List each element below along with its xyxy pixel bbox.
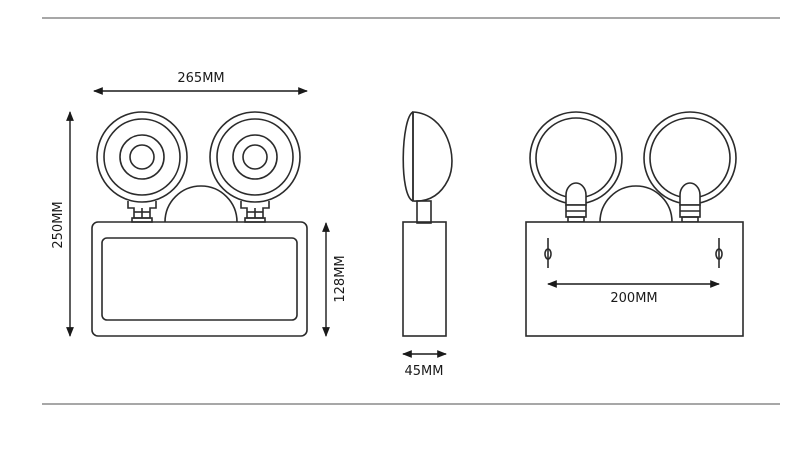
label-front-height: 250MM [51,201,66,248]
label-box-height: 128MM [333,255,348,302]
label-side-depth: 45MM [405,364,444,379]
mount-keyhole-left [544,238,552,268]
back-center-arc [599,185,673,223]
side-lamp-dome [412,111,453,202]
back-view [525,111,744,337]
side-lamp-back [402,111,414,202]
back-right-lamp [643,111,737,223]
side-box [402,221,447,337]
front-box-inner [101,237,298,321]
back-left-lamp [529,111,623,223]
front-right-lamp [209,111,301,223]
label-mount-spacing: 200MM [610,291,657,306]
label-front-width: 265MM [177,71,224,86]
front-view [91,111,308,337]
front-left-lamp [96,111,188,223]
front-center-arc [164,185,238,223]
mount-keyhole-right [715,238,723,268]
side-view [402,111,453,337]
front-box-outer [91,221,308,337]
back-box [525,221,744,337]
side-stem [416,200,432,224]
